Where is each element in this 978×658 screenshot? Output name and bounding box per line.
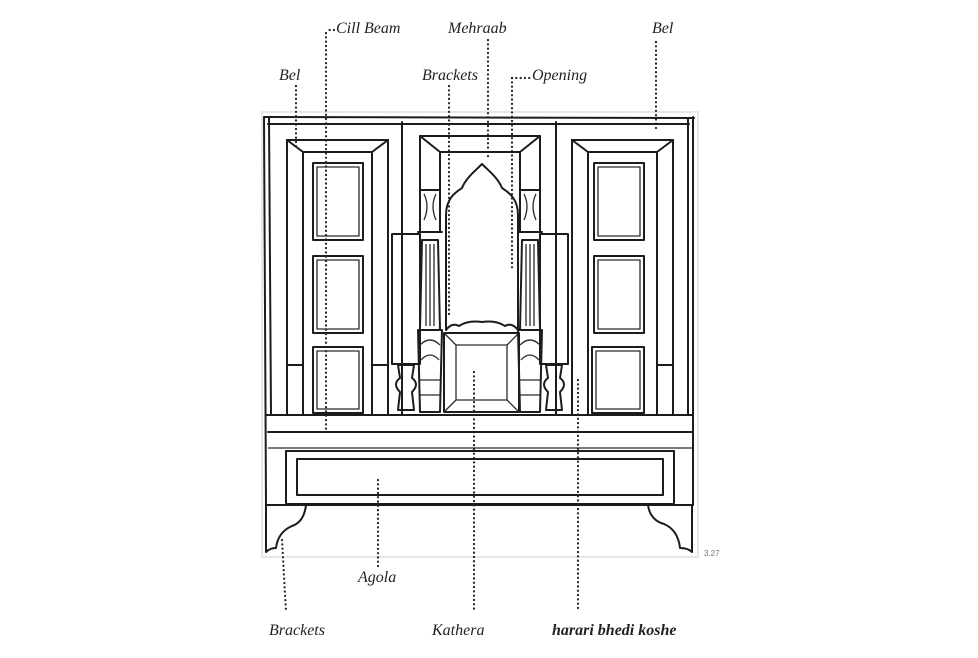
central-bay <box>391 121 569 416</box>
label-cill-beam: Cill Beam <box>336 20 400 37</box>
annotation-labels: Cill Beam Mehraab Bel Bel Brackets Openi… <box>269 20 676 639</box>
label-agola: Agola <box>357 569 396 586</box>
label-opening: Opening <box>532 67 587 84</box>
left-pillar <box>417 189 443 413</box>
label-brackets-bottom: Brackets <box>269 622 325 639</box>
elevation-drawing <box>263 116 695 553</box>
label-mehraab: Mehraab <box>447 20 507 37</box>
mehraab-arch <box>445 163 519 331</box>
agola-panel <box>285 450 675 505</box>
label-brackets-top: Brackets <box>422 67 478 84</box>
label-harari-bhedi-koshe: harari bhedi koshe <box>552 622 676 639</box>
vase-balusters <box>395 364 565 411</box>
leader-lines <box>280 28 658 614</box>
left-bracket <box>265 504 307 553</box>
label-bel-left: Bel <box>279 67 301 84</box>
label-bel-right: Bel <box>652 20 674 37</box>
right-window <box>571 139 674 416</box>
right-bracket <box>647 504 693 553</box>
label-kathera: Kathera <box>431 622 484 639</box>
drawing-sheet-border <box>261 111 699 558</box>
figure-number: 3.27 <box>704 549 720 558</box>
left-window <box>286 139 389 416</box>
right-pillar <box>517 189 543 413</box>
